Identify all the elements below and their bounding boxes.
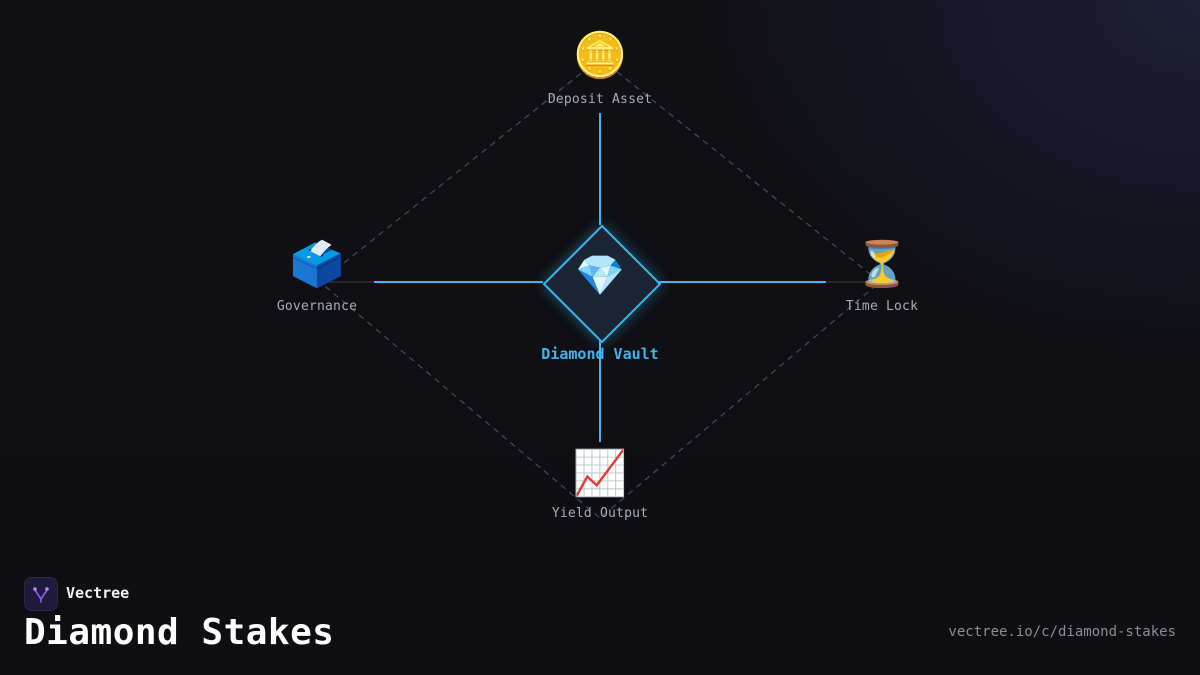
coin-icon: 🪙 xyxy=(572,30,628,81)
chart-increasing-icon: 📈 xyxy=(572,448,628,499)
dashed-diamond-outline xyxy=(318,57,882,519)
brand-logo-icon xyxy=(24,577,58,611)
vault-label: Diamond Vault xyxy=(541,345,659,363)
page-url: vectree.io/c/diamond-stakes xyxy=(948,624,1176,640)
node-label-time-lock: Time Lock xyxy=(845,299,919,314)
hourglass-icon: ⏳ xyxy=(854,239,910,290)
node-label-deposit-asset: Deposit Asset xyxy=(547,92,653,107)
page-title: Diamond Stakes xyxy=(24,612,335,653)
node-label-governance: Governance xyxy=(276,299,358,314)
gem-icon: 💎 xyxy=(575,253,625,299)
brand-name: Vectree xyxy=(66,584,130,602)
ballot-box-icon: 🗳️ xyxy=(289,239,345,290)
node-label-yield-output: Yield Output xyxy=(551,506,649,521)
